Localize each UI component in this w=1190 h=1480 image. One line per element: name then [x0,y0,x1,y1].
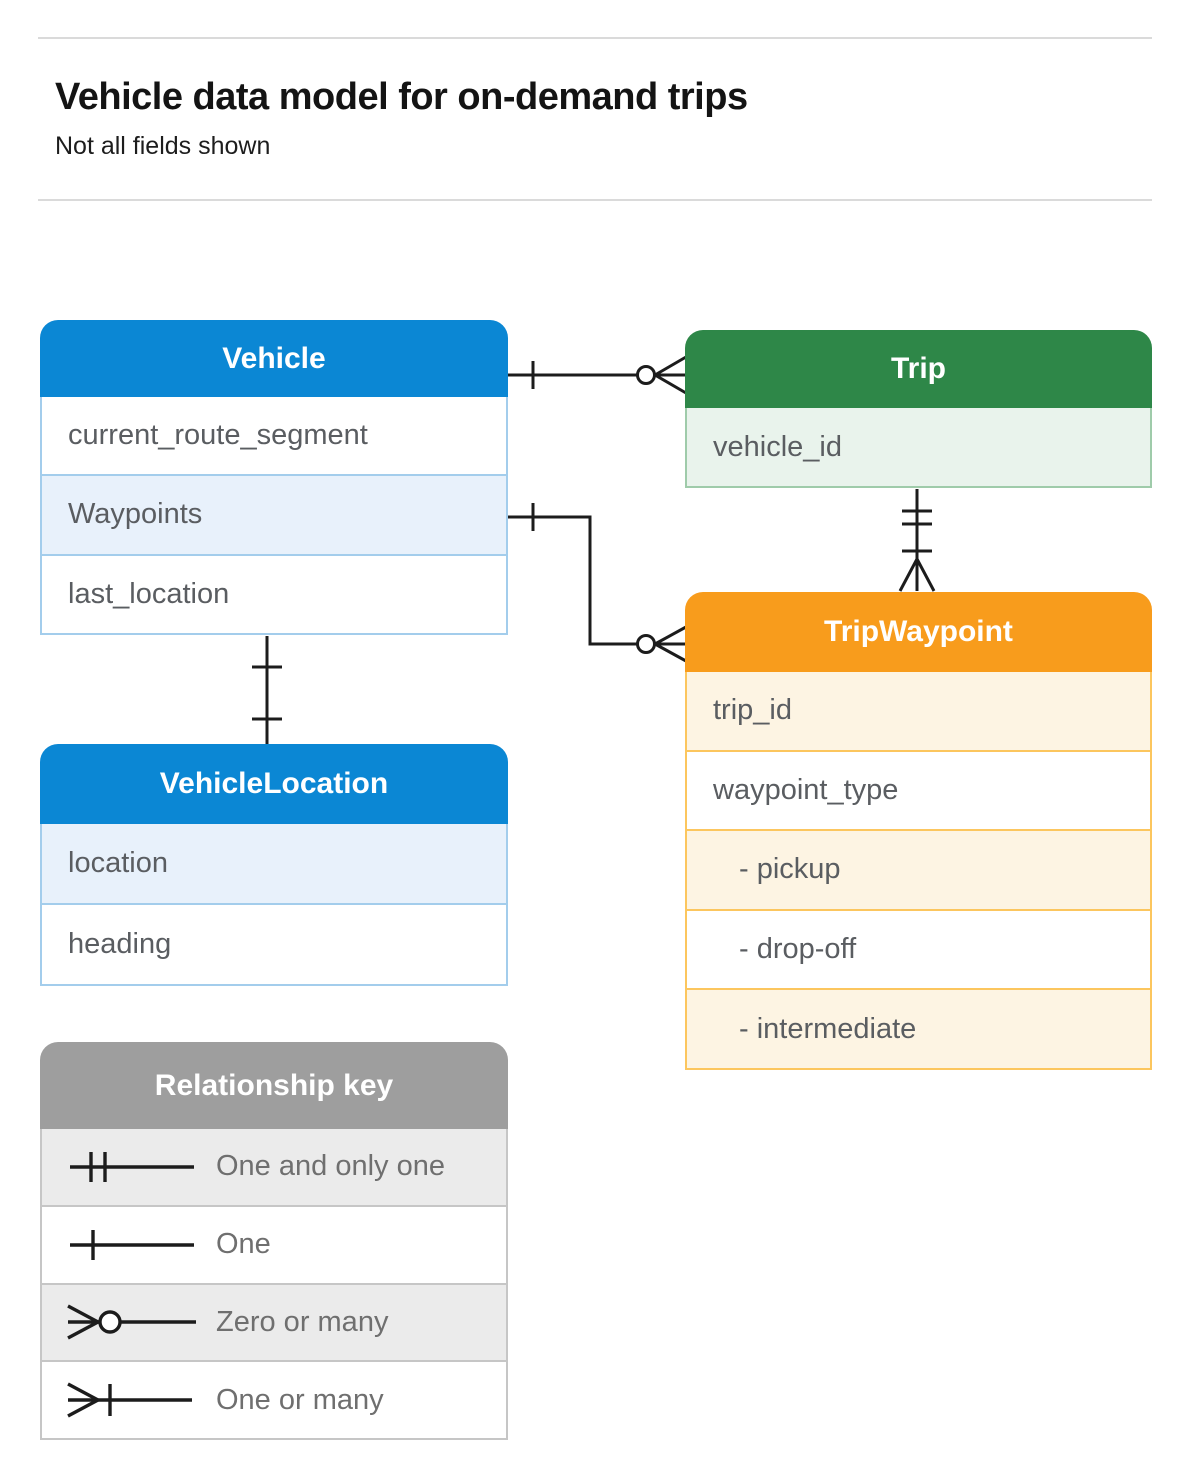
entity-tripwaypoint-title: TripWaypoint [685,592,1152,672]
key-row-zero-or-many: Zero or many [42,1282,506,1361]
entity-trip-title: Trip [685,330,1152,408]
entity-tripwaypoint-fields: trip_id waypoint_type - pickup - drop-of… [685,672,1152,1070]
subtitle-divider [38,199,1152,201]
entity-tripwaypoint: TripWaypoint trip_id waypoint_type - pic… [685,592,1152,1070]
field-vehicle-id: vehicle_id [687,408,1150,486]
page-title: Vehicle data model for on-demand trips [55,76,748,118]
one-and-only-one-icon [70,1151,194,1182]
connector-vehicle-trip [508,355,687,395]
field-heading: heading [42,903,506,984]
page-subtitle: Not all fields shown [55,132,271,160]
key-label: One or many [216,1383,384,1416]
one-or-many-icon [67,1382,192,1418]
entity-vehicle-title: Vehicle [40,320,508,397]
connector-trip-tripwaypoint [898,489,936,592]
entity-vehicle: Vehicle current_route_segment Waypoints … [40,320,508,635]
relationship-key: Relationship key One and only one One [40,1042,508,1440]
field-last-location: last_location [42,553,506,633]
entity-vehiclelocation-fields: location heading [40,824,508,986]
field-waypoint-type-intermediate: - intermediate [687,988,1150,1068]
field-waypoint-type-pickup: - pickup [687,829,1150,909]
key-label: Zero or many [216,1305,389,1338]
key-row-one: One [42,1204,506,1283]
entity-vehiclelocation-title: VehicleLocation [40,744,508,824]
field-trip-id: trip_id [687,672,1150,750]
key-label: One and only one [216,1150,445,1183]
entity-vehicle-fields: current_route_segment Waypoints last_loc… [40,397,508,635]
key-row-one-or-many: One or many [42,1360,506,1438]
top-divider [38,37,1152,39]
field-waypoint-type-drop-off: - drop-off [687,908,1150,989]
field-location: location [42,824,506,903]
connector-vehicle-vehiclelocation [252,636,282,744]
field-waypoint-type: waypoint_type [687,749,1150,830]
key-label: One [216,1228,271,1261]
entity-trip: Trip vehicle_id [685,330,1152,488]
relationship-key-rows: One and only one One Zero or many [40,1129,508,1440]
key-row-one-and-only-one: One and only one [42,1129,506,1205]
entity-vehiclelocation: VehicleLocation location heading [40,744,508,986]
one-icon [70,1229,194,1260]
relationship-key-title: Relationship key [40,1042,508,1129]
zero-or-many-icon [67,1304,196,1340]
field-waypoints: Waypoints [42,474,506,554]
entity-trip-fields: vehicle_id [685,408,1152,488]
connector-waypoints-tripwaypoint [508,503,687,663]
field-current-route-segment: current_route_segment [68,419,368,452]
